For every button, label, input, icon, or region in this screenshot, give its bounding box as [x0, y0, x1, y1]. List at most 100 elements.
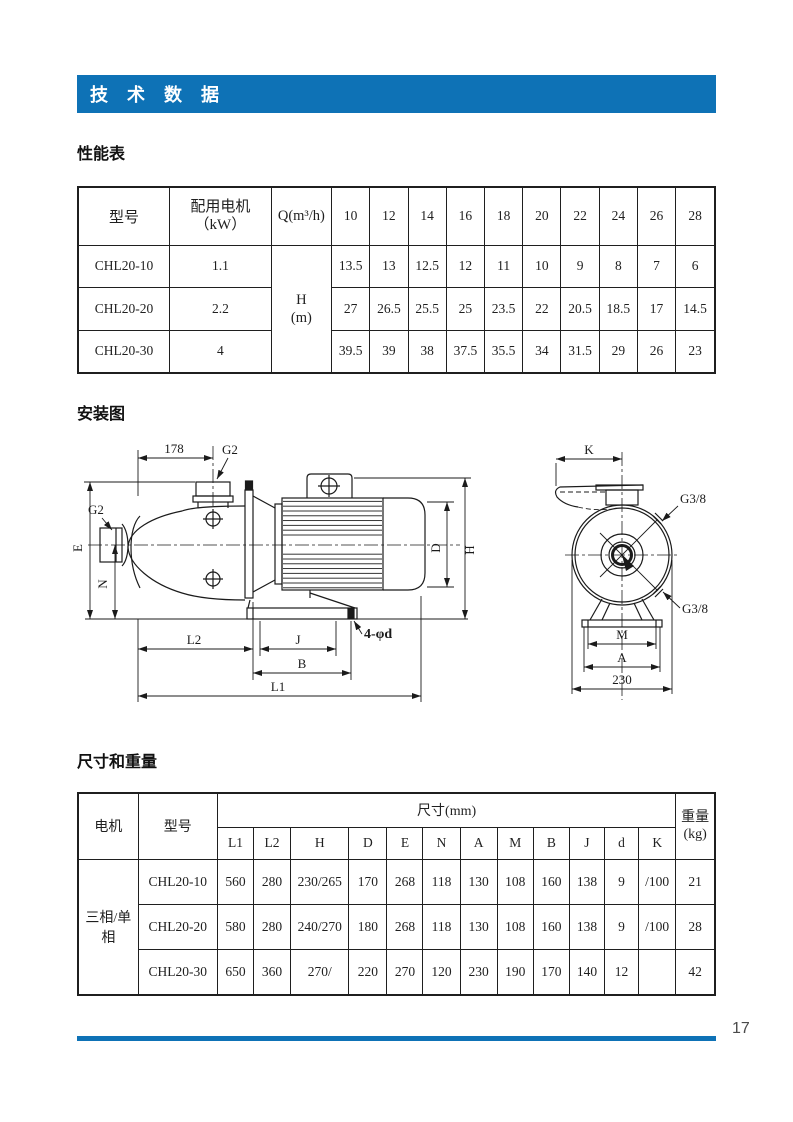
col-header-weight: 重量 (kg) [675, 792, 716, 860]
size-value: 580 [216, 903, 255, 950]
col-header-model: 型号 [137, 792, 218, 860]
head-value: 23.5 [483, 286, 524, 331]
g38-bottom-label: G3/8 [682, 601, 708, 616]
head-value: 20.5 [560, 286, 600, 331]
size-col-header: M [496, 826, 534, 860]
head-value: 9 [560, 244, 600, 288]
dim-230-label: 230 [612, 672, 632, 687]
q-value: 14 [407, 186, 447, 246]
model-cell: CHL20-20 [77, 286, 171, 331]
dim-d-label: D [428, 543, 443, 552]
power-cell: 4 [169, 329, 272, 374]
head-value: 12 [445, 244, 486, 288]
pump-side-view-drawing: 178 G2 G2 E N L2 J B L1 D H 4-φd [70, 441, 477, 702]
head-value: 31.5 [560, 329, 600, 374]
col-header-weight-line1: 重量 [681, 809, 710, 825]
head-value: 10 [522, 244, 562, 288]
col-header-size-group: 尺寸(mm) [216, 792, 677, 828]
table-row: CHL20-30 4 39.5 39 38 37.5 35.5 34 31.5 … [77, 329, 716, 374]
pump-front-view-drawing: K G3/8 G3/8 M A 230 [554, 442, 708, 700]
size-value: 138 [568, 903, 605, 950]
head-value: 6 [675, 244, 716, 288]
dim-l1-label: L1 [271, 679, 285, 694]
size-col-header: J [568, 826, 605, 860]
size-value: 650 [216, 948, 255, 996]
table-row: CHL20-10 1.1 H (m) 13.5 13 12.5 12 11 10… [77, 244, 716, 374]
g2-top-label: G2 [222, 442, 238, 457]
head-value: 38 [407, 329, 447, 374]
dim-n-label: N [95, 579, 110, 589]
size-value: 270/ [290, 948, 350, 996]
head-unit-line1: H [296, 291, 307, 308]
model-cell: CHL20-10 [77, 244, 171, 288]
bolt-callout-label: 4-φd [364, 627, 392, 642]
model-cell: CHL20-10 [137, 858, 218, 905]
size-value: 230/265 [290, 858, 350, 905]
size-col-header: H [290, 826, 350, 860]
head-value: 13.5 [331, 244, 371, 288]
head-value: 13 [369, 244, 409, 288]
size-value: 120 [422, 948, 461, 996]
head-value: 18.5 [598, 286, 638, 331]
q-value: 10 [331, 186, 371, 246]
footer-divider [77, 1036, 716, 1041]
size-value: 230 [459, 948, 498, 996]
head-value: 11 [483, 244, 524, 288]
table-row: CHL20-20 2.2 27 26.5 25.5 25 23.5 22 20.… [77, 286, 716, 331]
q-value: 12 [369, 186, 409, 246]
size-value: 130 [459, 858, 498, 905]
col-header-motor-type: 电机 [77, 792, 139, 860]
size-col-header: A [459, 826, 498, 860]
head-value: 35.5 [483, 329, 524, 374]
q-value: 18 [483, 186, 524, 246]
size-value: 118 [422, 903, 461, 950]
size-value: 270 [386, 948, 424, 996]
size-value: 108 [496, 903, 534, 950]
g2-left-label: G2 [88, 502, 104, 517]
motor-group-cell: 三相/单相 [77, 858, 139, 996]
dim-b-label: B [298, 656, 307, 671]
dim-header-row-2: L1 L2 H D E N A M B J d K [78, 826, 715, 860]
size-value: 180 [348, 903, 388, 950]
size-value: 138 [568, 858, 605, 905]
size-value: 140 [568, 948, 605, 996]
size-col-header: N [422, 826, 461, 860]
head-value: 39.5 [331, 329, 371, 374]
q-value: 16 [445, 186, 486, 246]
size-value: 268 [386, 858, 424, 905]
model-cell: CHL20-30 [137, 948, 218, 996]
size-value: 280 [252, 903, 292, 950]
size-col-header: K [638, 826, 677, 860]
performance-header-row: 型号 配用电机 （kW） Q(m³/h) 10 12 14 16 18 20 2… [77, 186, 716, 246]
head-value: 26.5 [369, 286, 409, 331]
head-value: 8 [598, 244, 638, 288]
size-value: 220 [348, 948, 388, 996]
size-value: 190 [496, 948, 534, 996]
size-col-header: D [348, 826, 388, 860]
dim-e-label: E [70, 544, 85, 552]
size-value: /100 [638, 903, 677, 950]
head-value: 34 [522, 329, 562, 374]
head-value: 39 [369, 329, 409, 374]
dim-k-label: K [584, 442, 594, 457]
weight-value: 28 [675, 903, 716, 950]
size-value: /100 [638, 858, 677, 905]
model-cell: CHL20-20 [137, 903, 218, 950]
size-value: 9 [603, 858, 640, 905]
dim-a-label: A [617, 650, 627, 665]
size-value: 280 [252, 858, 292, 905]
installation-heading: 安装图 [77, 406, 126, 423]
col-header-weight-line2: (kg) [683, 827, 707, 843]
dim-l2-label: L2 [187, 632, 201, 647]
dimensions-table: 电机 型号 尺寸(mm) 重量 (kg) L1 L2 H D E N A M B… [77, 792, 716, 996]
head-value: 29 [598, 329, 638, 374]
size-value: 108 [496, 858, 534, 905]
performance-heading: 性能表 [77, 146, 126, 163]
table-row: 三相/单相 CHL20-10 560 280 230/265 170 268 1… [77, 858, 716, 996]
size-value: 170 [348, 858, 388, 905]
size-value: 360 [252, 948, 292, 996]
size-col-header: B [532, 826, 570, 860]
section-header-title: 技 术 数 据 [90, 85, 227, 105]
dim-h-label: H [462, 545, 477, 554]
head-value: 27 [331, 286, 371, 331]
